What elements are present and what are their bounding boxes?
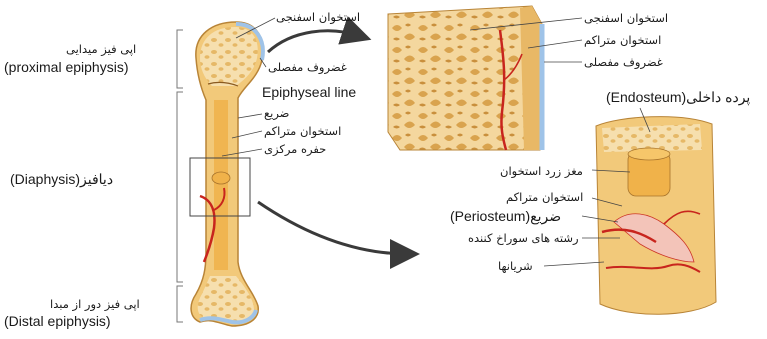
region-brackets [177,30,183,322]
proximal-epiphysis-label-en: (proximal epiphysis) [4,60,128,74]
top-detail-block [388,6,542,150]
distal-epiphysis-label-fa: اپی فیز دور از مبدا [50,297,140,311]
bone-spongy-label: استخوان اسفنجی [276,10,360,24]
medullary-cavity [214,100,228,270]
top-detail-section [388,6,542,150]
proximal-epiphysis-label-fa: اپی فیز میدایی [66,42,136,56]
diaphysis-label: (Diaphysis)دیافیز [10,172,113,186]
cut-section-marrow [212,172,230,184]
diaphysis-bracket [177,92,183,282]
periosteum-label: (Periosteum)ضریع [450,209,561,223]
bone-compact-label: استخوان متراکم [264,124,341,138]
bottom-pointer-arteries [544,262,604,266]
top-spongy-label: استخوان اسفنجی [584,11,668,25]
perforating-fibers-label: رشته های سوراخ کننده [468,231,579,245]
bone-periosteum-label: ضریع [264,106,289,120]
distal-bracket [177,286,183,322]
bottom-compact-label: استخوان متراکم [506,190,583,204]
bottom-detail-section [596,117,716,315]
distal-epiphysis-label-en: (Distal epiphysis) [4,314,111,328]
bone-cartilage-label: غضروف مفصلی [268,60,347,74]
proximal-bracket [177,30,183,88]
endosteum-label: (Endosteum)پرده داخلی [606,90,750,104]
arrow-to-top-detail [268,31,360,52]
top-cartilage-label: غضروف مفصلی [584,55,663,69]
bone-medullary-label: حفره مرکزی [264,142,326,156]
epiphyseal-line-label: Epiphyseal line [262,85,356,99]
top-compact-label: استخوان متراکم [584,33,661,47]
bottom-detail-marrow-top [628,148,670,160]
long-bone [190,22,263,326]
pointer-periosteum [238,114,262,118]
arrow-to-bottom-detail [258,202,408,254]
yellow-marrow-label: مغز زرد استخوان [500,164,583,178]
arteries-label: شریانها [498,259,533,273]
